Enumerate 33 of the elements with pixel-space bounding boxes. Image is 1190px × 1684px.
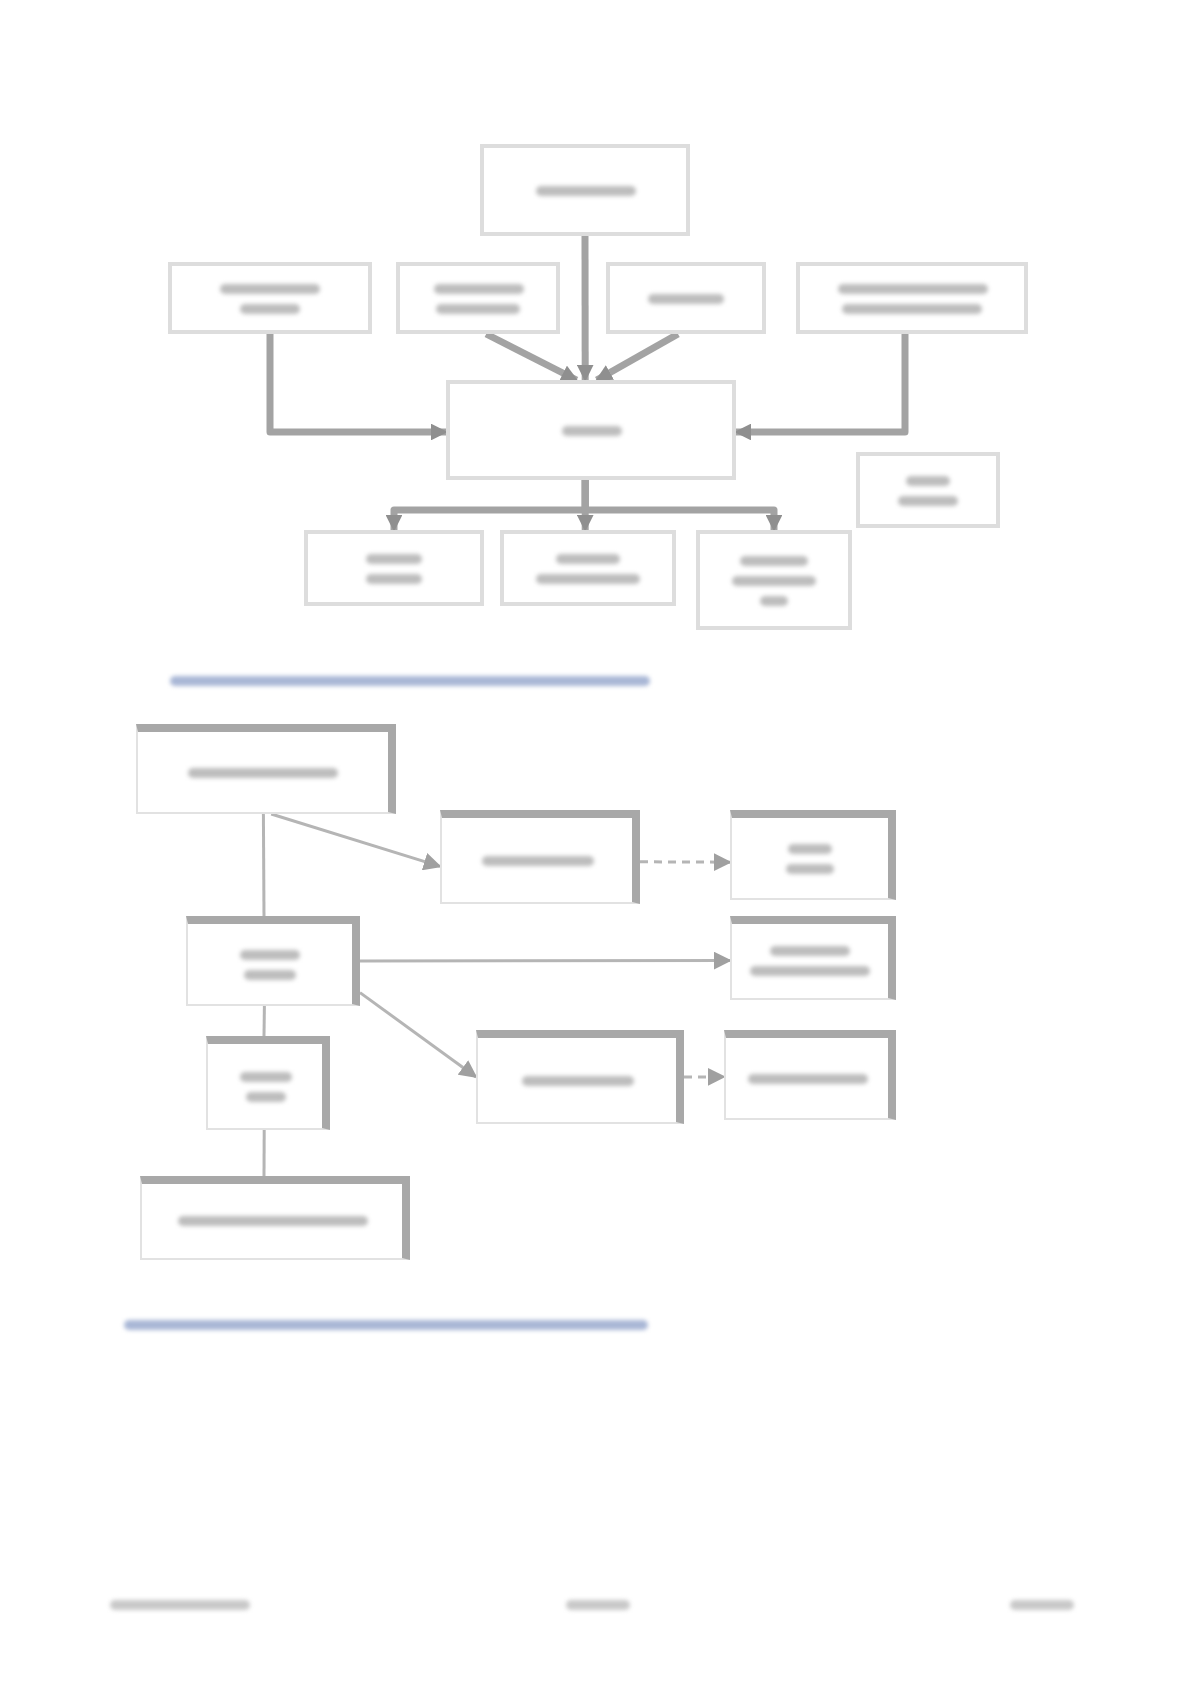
arrow bbox=[266, 334, 448, 441]
arrow bbox=[360, 951, 732, 970]
process-box bbox=[796, 262, 1028, 334]
arrow bbox=[581, 480, 783, 532]
process-box bbox=[730, 916, 896, 1000]
process-box bbox=[186, 916, 360, 1006]
process-box bbox=[168, 262, 372, 334]
arrow bbox=[359, 991, 478, 1079]
process-box bbox=[606, 262, 766, 334]
process-box bbox=[446, 380, 736, 480]
process-box bbox=[140, 1176, 410, 1260]
process-box bbox=[480, 144, 690, 236]
connector-line bbox=[262, 1130, 266, 1176]
process-box bbox=[396, 262, 560, 334]
process-box bbox=[856, 452, 1000, 528]
connector-line bbox=[261, 814, 266, 916]
process-box bbox=[696, 530, 852, 630]
arrow bbox=[640, 853, 732, 872]
arrow bbox=[576, 236, 594, 382]
process-box bbox=[724, 1030, 896, 1120]
process-box bbox=[136, 724, 396, 814]
process-box bbox=[206, 1036, 330, 1130]
arrow bbox=[484, 330, 579, 384]
arrow bbox=[270, 812, 442, 871]
connector-line bbox=[262, 1005, 266, 1037]
process-box bbox=[304, 530, 484, 606]
arrow bbox=[734, 334, 909, 441]
process-box bbox=[730, 810, 896, 900]
process-box bbox=[500, 530, 676, 606]
arrow bbox=[595, 330, 680, 384]
arrow bbox=[684, 1067, 726, 1086]
process-box bbox=[476, 1030, 684, 1124]
process-box bbox=[440, 810, 640, 904]
